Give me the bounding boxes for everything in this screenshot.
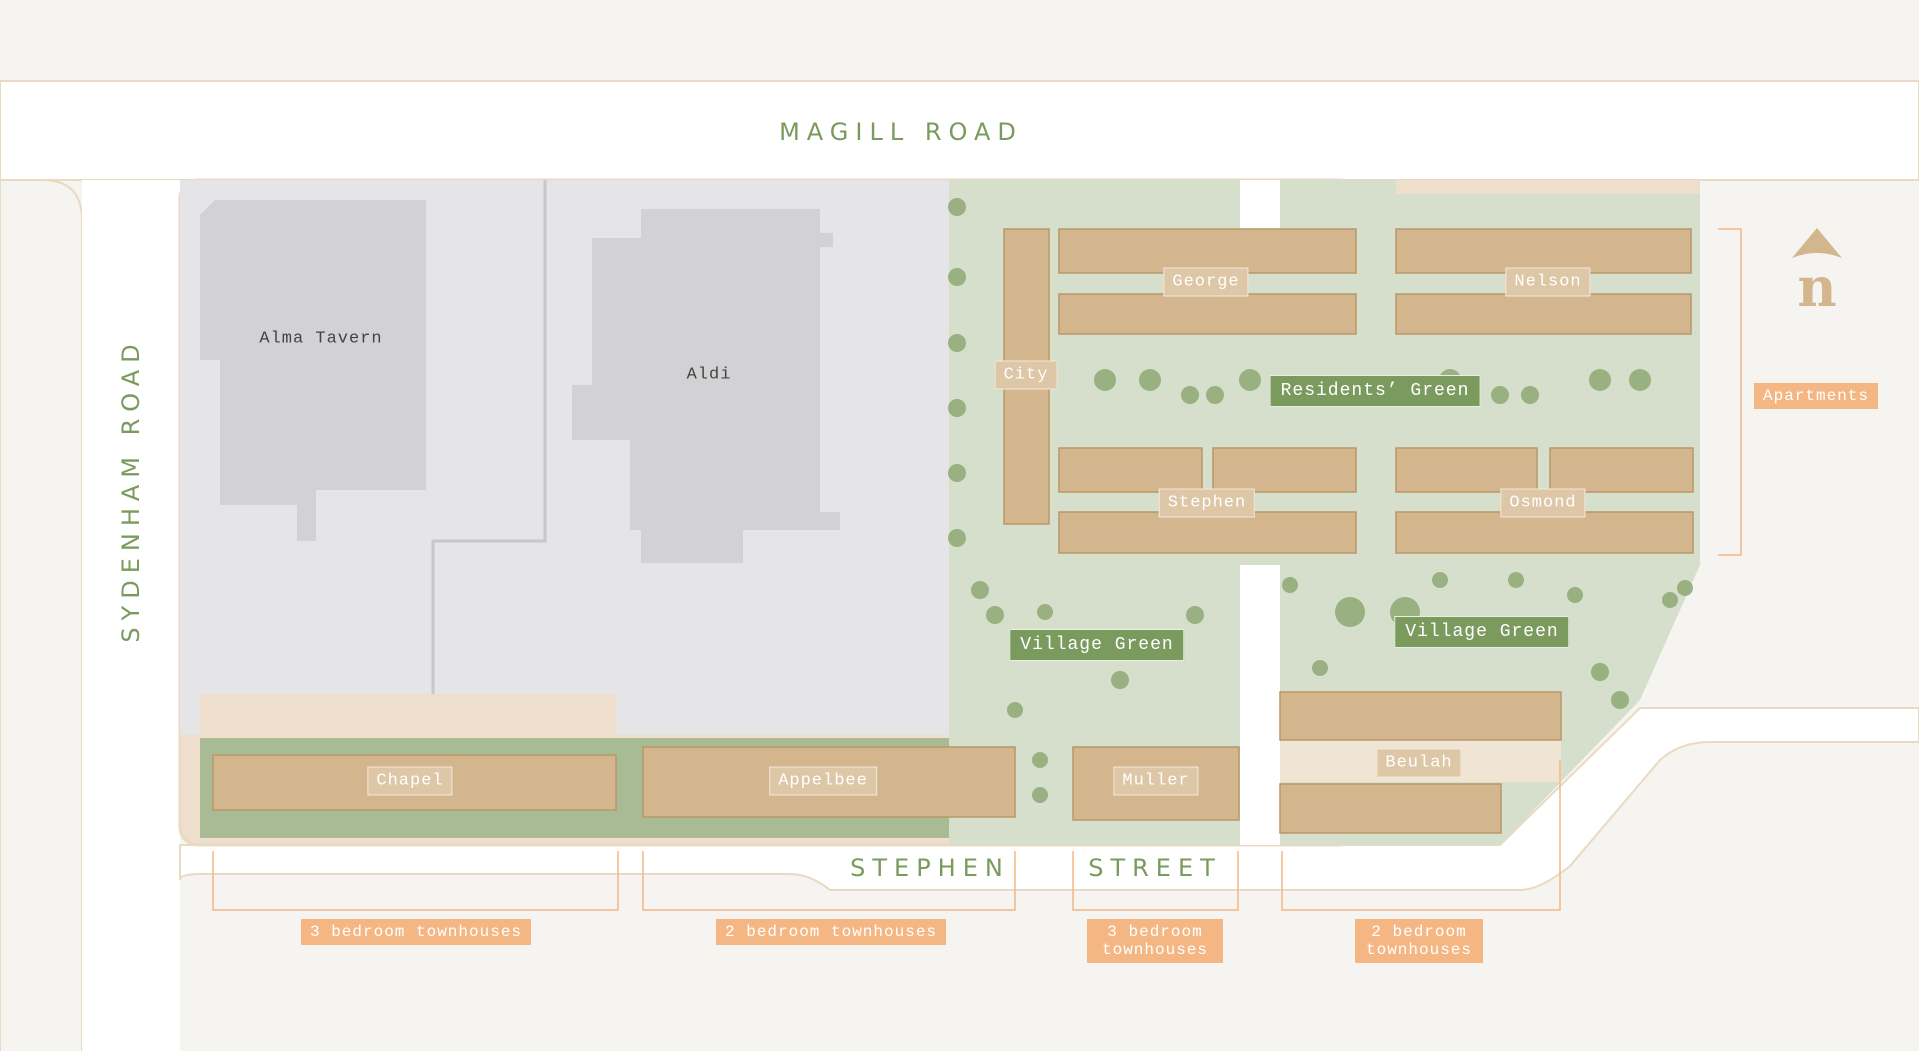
label-appelbee[interactable]: Appelbee (769, 766, 877, 796)
label-muller[interactable]: Muller (1113, 766, 1199, 796)
tag-2-bed-west[interactable]: 2 bedroom townhouses (715, 919, 947, 945)
label-city[interactable]: City (994, 360, 1058, 390)
label-stephen[interactable]: Stephen (1158, 488, 1256, 518)
aldi-footprint (572, 209, 840, 563)
label-nelson[interactable]: Nelson (1505, 267, 1591, 297)
road-label-stephen: STEPHEN (850, 854, 1010, 882)
label-beulah[interactable]: Beulah (1376, 748, 1462, 778)
tag-3-bed-west[interactable]: 3 bedroom townhouses (300, 919, 532, 945)
svg-text:n: n (1797, 255, 1836, 308)
label-village-green-east[interactable]: Village Green (1394, 616, 1570, 648)
north-verge (1396, 180, 1700, 194)
magill-road (0, 80, 1919, 181)
label-chapel[interactable]: Chapel (367, 766, 453, 796)
tag-apartments[interactable]: Apartments (1753, 383, 1879, 409)
legend-brackets (212, 228, 1742, 911)
tag-2-bed-east[interactable]: 2 bedroom townhouses (1355, 919, 1483, 963)
road-label-magill: MAGILL ROAD (779, 118, 1023, 146)
brand-logo-icon: n (1792, 228, 1842, 308)
driveway-south (1240, 565, 1280, 845)
label-alma-tavern[interactable]: Alma Tavern (259, 329, 383, 349)
west-verge (0, 179, 83, 1051)
label-village-green-west[interactable]: Village Green (1009, 629, 1185, 661)
label-residents-green[interactable]: Residents’ Green (1269, 375, 1481, 407)
label-george[interactable]: George (1163, 267, 1249, 297)
road-label-sydenham: SYDENHAM ROAD (117, 337, 145, 643)
alma-tavern-footprint (200, 200, 426, 541)
stephen-street (179, 707, 1919, 891)
road-label-street: STREET (1088, 854, 1222, 882)
tag-3-bed-east[interactable]: 3 bedroom townhouses (1087, 919, 1223, 963)
label-aldi[interactable]: Aldi (686, 365, 732, 385)
sydenham-road (82, 180, 180, 1051)
label-osmond[interactable]: Osmond (1500, 488, 1586, 518)
building-footprints (212, 228, 1694, 834)
